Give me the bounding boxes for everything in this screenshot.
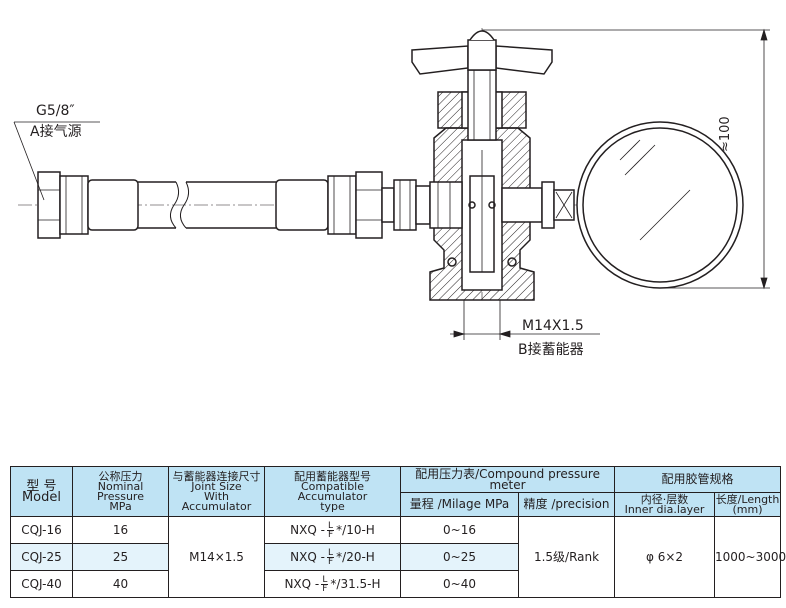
model-cell: CQJ-40 [10, 570, 73, 598]
range-cell: 0~16 [400, 516, 519, 544]
precision-cell: 1.5级/Rank [517, 516, 616, 598]
header-joint-size: 与蓄能器连接尺寸 Joint Size With Accumulator [168, 466, 265, 517]
pressure-cell: 16 [72, 516, 169, 544]
pressure-cell: 25 [72, 543, 169, 571]
valve-handle [411, 30, 553, 75]
port-a-leader [13, 121, 100, 201]
hose-inner-cell: φ 6×2 [614, 516, 716, 598]
header-precision: 精度 /precision [517, 492, 616, 517]
header-inner-dia: 内径·层数 Inner dia.layer [614, 492, 716, 517]
header-compound-pressure-meter: 配用压力表/Compound pressure meter [399, 466, 616, 493]
port-b-dimension [450, 300, 600, 340]
model-cell: CQJ-16 [10, 516, 73, 544]
header-length: 长度/Length (mm) [714, 492, 782, 517]
header-milage: 量程 /Milage MPa [400, 492, 519, 517]
height-dimension [482, 28, 770, 290]
hose-fitting-right [327, 171, 431, 239]
range-cell: 0~40 [400, 570, 519, 598]
valve-body [429, 127, 543, 301]
hose-fitting-left [37, 171, 139, 239]
hose-length-cell: 1000~3000 [714, 516, 786, 598]
port-b-thread-label: M14X1.5 [522, 318, 584, 334]
model-cell: CQJ-25 [10, 543, 73, 571]
valve-bonnet [437, 69, 527, 141]
port-a-connection-label: A接气源 [30, 124, 82, 140]
range-cell: 0~25 [400, 543, 519, 571]
port-a-thread-label: G5/8″ [36, 103, 75, 119]
height-dimension-label: ≈100 [718, 116, 733, 152]
header-hose-spec: 配用胶管规格 [614, 466, 782, 493]
valve-assembly-drawing [13, 28, 770, 340]
header-compatible-accumulator: 配用蓄能器型号 Compatible Accumulator type [264, 466, 401, 517]
header-model: 型 号 Model [10, 466, 73, 517]
header-nominal-pressure: 公称压力 Nominal Pressure MPa [72, 466, 169, 517]
gauge-connector [541, 181, 575, 229]
joint-size-cell: M14×1.5 [168, 516, 265, 598]
port-b-connection-label: B接蓄能器 [518, 342, 584, 358]
spec-table: 型 号 Model 公称压力 Nominal Pressure MPa 与蓄能器… [10, 466, 786, 598]
pressure-cell: 40 [72, 570, 169, 598]
